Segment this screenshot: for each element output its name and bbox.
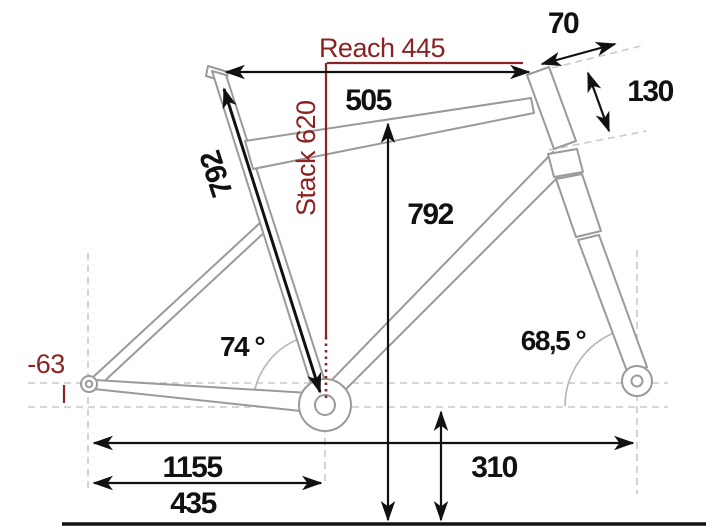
front-axle bbox=[630, 374, 644, 388]
seat-tube-length-label: 792 bbox=[194, 147, 240, 201]
head-tube-130-arrow bbox=[586, 71, 611, 133]
head-tube-length-label: 130 bbox=[627, 75, 673, 108]
headset-crown bbox=[547, 148, 584, 178]
reach-stack-lines bbox=[62, 61, 523, 403]
chainstay-label: 435 bbox=[170, 487, 216, 520]
bb-height-label: 310 bbox=[471, 451, 517, 484]
stack-label: Stack 620 bbox=[291, 100, 321, 216]
top-tube-label: 505 bbox=[345, 84, 391, 117]
bottom-bracket-axle bbox=[314, 394, 336, 416]
head-bottom-extension-line bbox=[548, 130, 647, 151]
seat-angle-label: 74 ° bbox=[220, 331, 264, 362]
fork-upper-leg bbox=[555, 173, 602, 238]
head-angle-arc bbox=[564, 331, 617, 407]
fork-lower-leg bbox=[577, 234, 648, 375]
dimension-labels: 70 Reach 445 130 505 Stack 620 792 792 7… bbox=[27, 7, 675, 520]
standover-height-label: 792 bbox=[407, 198, 453, 231]
head-tube bbox=[526, 66, 577, 150]
bike-frame bbox=[80, 65, 653, 432]
down-tube bbox=[322, 151, 564, 404]
dimension-arrows bbox=[62, 42, 706, 526]
wheelbase-label: 1155 bbox=[162, 451, 222, 484]
seat-tube-792-arrow bbox=[222, 87, 322, 394]
reach-label: Reach 445 bbox=[319, 33, 445, 63]
head-top-offset-label: 70 bbox=[548, 7, 579, 40]
head-angle-label: 68,5 ° bbox=[521, 325, 586, 356]
rear-axle bbox=[84, 379, 94, 389]
seat-stay bbox=[90, 221, 269, 389]
head-top-70-arrow bbox=[540, 42, 617, 66]
bb-drop-label: -63 bbox=[27, 349, 65, 379]
